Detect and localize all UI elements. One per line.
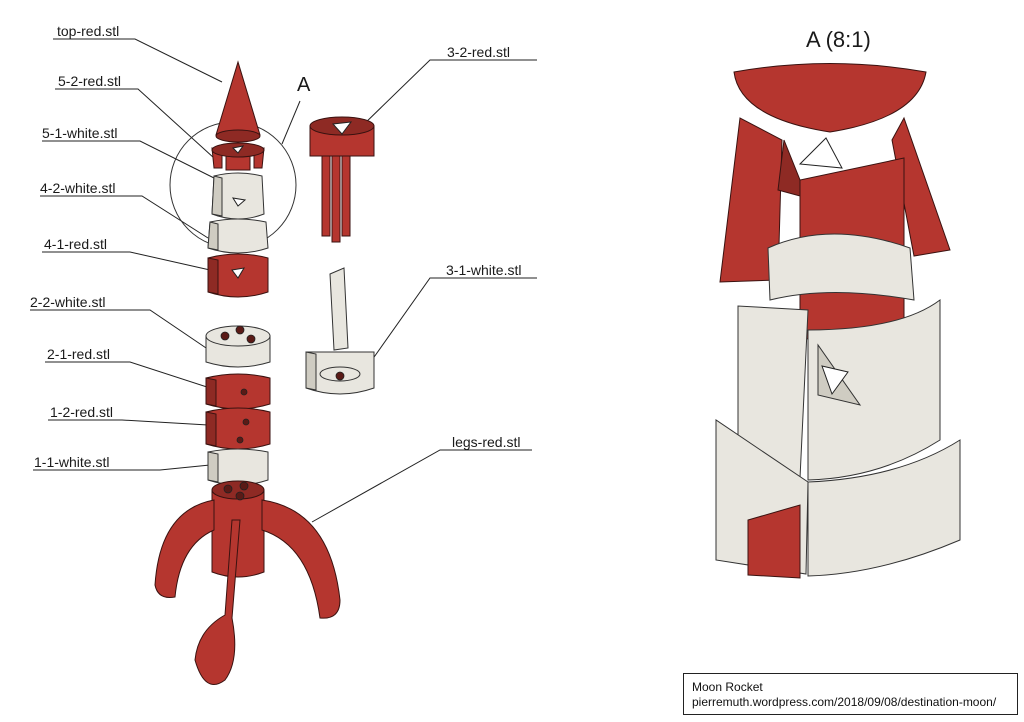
part-2-1-red — [205, 373, 271, 410]
label-1-2-red: 1-2-red.stl — [50, 404, 114, 420]
part-5-2-red — [211, 142, 265, 171]
label-3-2-red: 3-2-red.stl — [447, 44, 511, 60]
title-block-url: pierremuth.wordpress.com/2018/09/08/dest… — [692, 695, 997, 709]
title-block-name: Moon Rocket — [692, 680, 763, 694]
part-5-1-white — [211, 172, 265, 220]
label-2-1-red: 2-1-red.stl — [47, 346, 111, 362]
part-4-1-red — [207, 253, 269, 298]
part-1-2-red — [205, 407, 271, 450]
label-4-2-white: 4-2-white.stl — [40, 180, 116, 196]
title-block: Moon Rocket pierremuth.wordpress.com/201… — [683, 673, 1018, 715]
part-3-2-red — [309, 116, 375, 243]
label-legs-red: legs-red.stl — [452, 434, 521, 450]
part-legs-red — [154, 480, 341, 685]
label-5-1-white: 5-1-white.stl — [42, 125, 118, 141]
part-2-2-white — [205, 325, 271, 368]
label-4-1-red: 4-1-red.stl — [44, 236, 108, 252]
rocket-exploded-stack — [154, 60, 341, 685]
part-top-red — [215, 60, 261, 141]
detail-title: A (8:1) — [806, 27, 871, 52]
part-4-2-white — [207, 218, 269, 254]
detail-view-a — [715, 63, 961, 579]
label-3-1-white: 3-1-white.stl — [446, 262, 522, 278]
part-3-1-white — [305, 267, 375, 395]
leader-lines — [30, 38, 537, 523]
callout-a: A — [297, 74, 311, 96]
label-2-2-white: 2-2-white.stl — [30, 294, 106, 310]
label-1-1-white: 1-1-white.stl — [34, 454, 110, 470]
part-1-1-white — [207, 448, 269, 486]
label-5-2-red: 5-2-red.stl — [58, 73, 122, 89]
label-top-red: top-red.stl — [57, 23, 120, 39]
